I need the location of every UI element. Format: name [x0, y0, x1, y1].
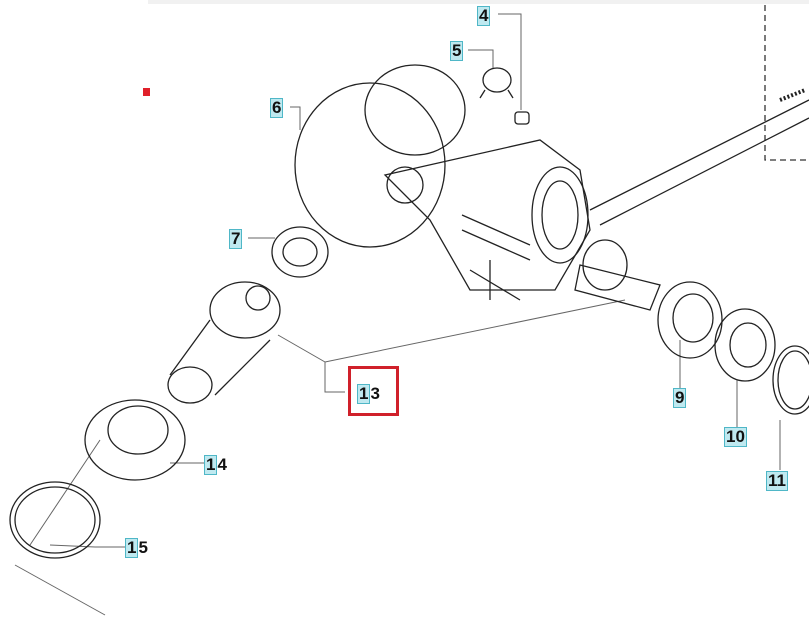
pinion-gear-13 [167, 281, 281, 404]
bearing-14 [84, 399, 186, 481]
part-label-7[interactable]: 7 [229, 229, 243, 249]
part-label-10[interactable]: 10 [724, 427, 747, 447]
circlip-11 [772, 345, 809, 415]
label-number: 9 [673, 388, 687, 408]
label-number: 7 [229, 229, 243, 249]
bearing-7 [271, 226, 329, 278]
circlip-15 [9, 481, 101, 559]
pin-4 [514, 111, 530, 125]
leader-lines [14, 13, 781, 616]
part-label-6[interactable]: 6 [270, 98, 284, 118]
spline-shaft [574, 239, 661, 311]
part-label-5[interactable]: 5 [450, 41, 464, 61]
dashed-outline [764, 5, 809, 161]
label-number: 1 [125, 538, 139, 558]
top-strip [148, 0, 809, 4]
label-number-rest: 4 [217, 455, 227, 474]
label-number: 4 [477, 6, 491, 26]
label-number: 11 [766, 471, 788, 491]
gear-housing [294, 64, 591, 301]
red-marker [143, 88, 150, 96]
part-label-11[interactable]: 11 [766, 471, 788, 491]
part-label-4[interactable]: 4 [477, 6, 491, 26]
label-number-rest: 5 [138, 538, 148, 557]
label-number-rest: 3 [370, 384, 380, 403]
plug-5 [479, 67, 514, 99]
label-number: 5 [450, 41, 464, 61]
label-number: 10 [724, 427, 747, 447]
highlight-box-part-13 [348, 366, 399, 416]
label-number: 1 [204, 455, 218, 475]
bearing-9 [657, 281, 723, 359]
seal-10 [714, 308, 776, 382]
drive-shaft [589, 99, 809, 226]
part-label-9[interactable]: 9 [673, 388, 687, 408]
label-number: 1 [357, 384, 371, 404]
label-number: 6 [270, 98, 284, 118]
